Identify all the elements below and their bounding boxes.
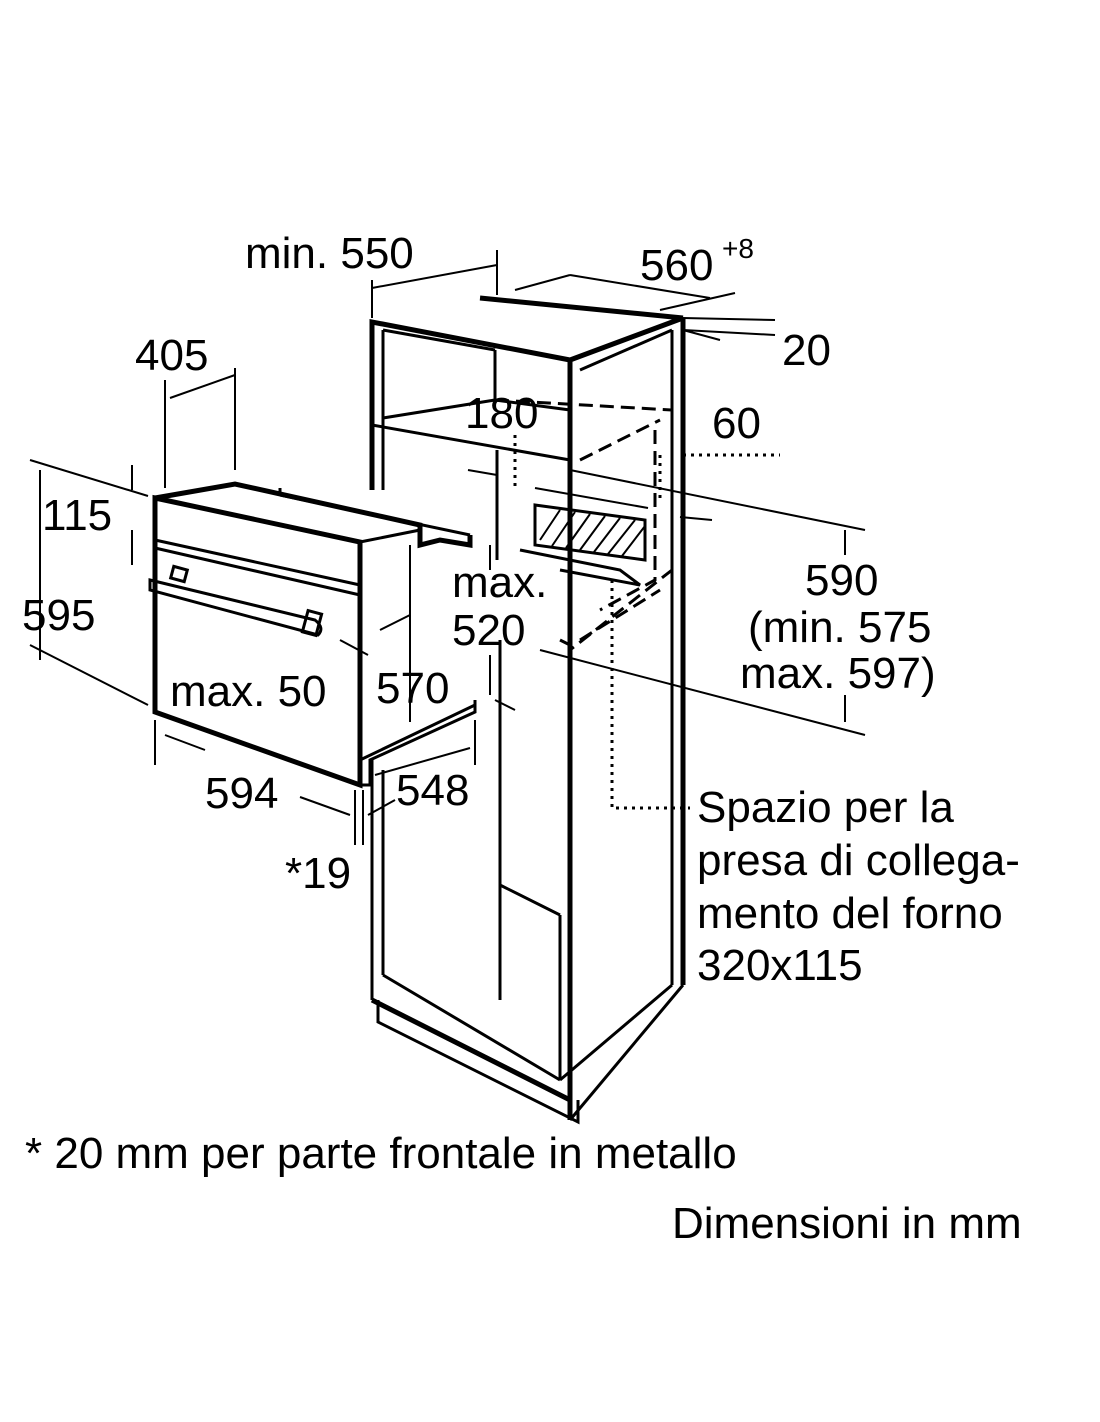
label-570: 570: [376, 664, 449, 713]
label-560: 560: [640, 241, 713, 290]
label-115: 115: [42, 491, 112, 540]
label-405: 405: [135, 331, 208, 380]
label-590: 590: [805, 556, 878, 605]
label-min-550: min. 550: [245, 229, 414, 278]
oven-drawing: [148, 481, 477, 789]
footnote: * 20 mm per parte frontale in metallo: [25, 1129, 737, 1178]
label-520: 520: [452, 606, 525, 655]
socket-note-line: mento del forno: [697, 889, 1003, 938]
label-180: 180: [465, 389, 538, 438]
socket-note: Spazio per la presa di collega- mento de…: [697, 783, 1020, 990]
label-594: 594: [205, 769, 278, 818]
label-560-tolerance: +8: [722, 233, 754, 264]
dimension-lines: [29, 250, 866, 845]
label-548: 548: [396, 766, 469, 815]
label-590-max: max. 597): [740, 649, 936, 698]
socket-note-line: Spazio per la: [697, 783, 954, 832]
label-595: 595: [22, 591, 95, 640]
socket-note-line: presa di collega-: [697, 836, 1020, 885]
label-590-min: (min. 575: [748, 603, 931, 652]
label-60: 60: [712, 399, 761, 448]
label-max-50: max. 50: [170, 667, 327, 716]
socket-note-line: 320x115: [697, 941, 863, 990]
label-20: 20: [782, 326, 831, 375]
label-19: *19: [285, 849, 351, 898]
units-note: Dimensioni in mm: [672, 1199, 1022, 1248]
label-max: max.: [452, 558, 547, 607]
